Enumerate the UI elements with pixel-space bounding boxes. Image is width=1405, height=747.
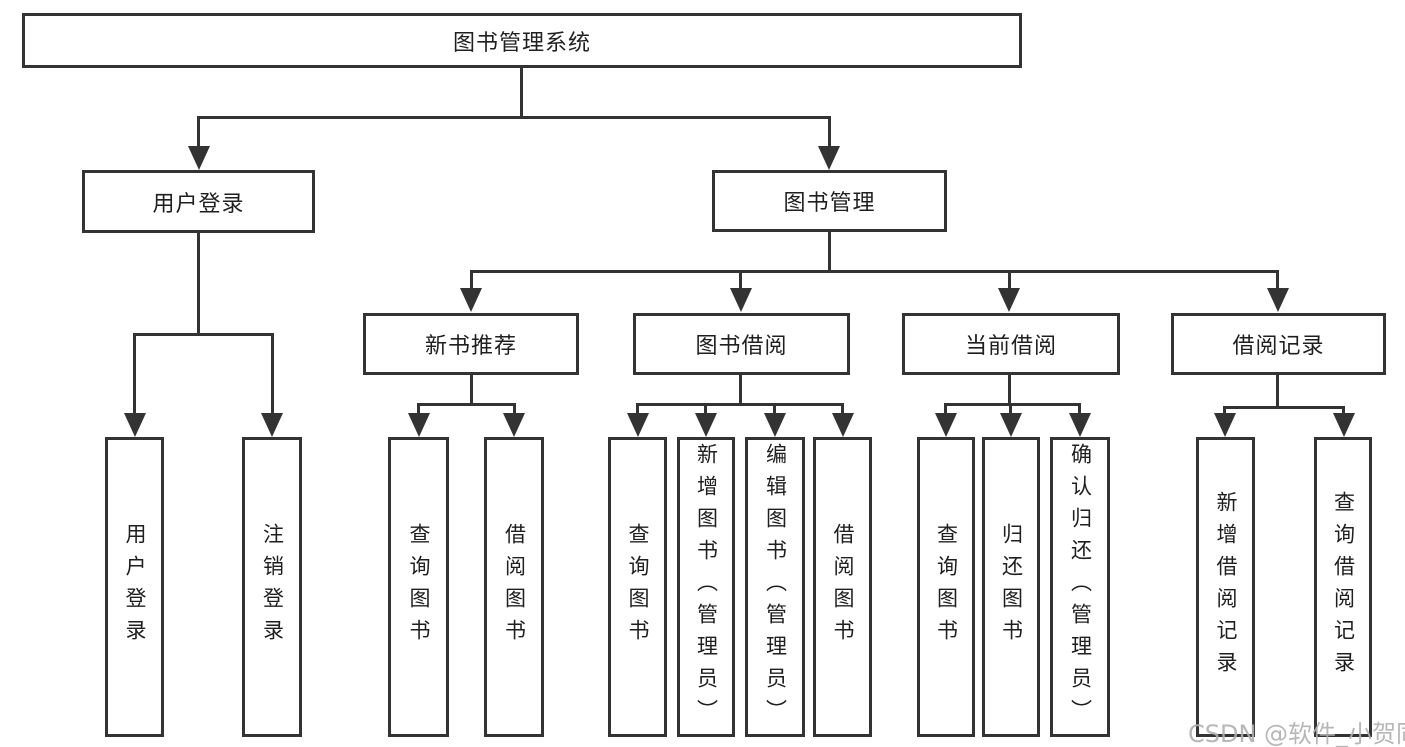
node-current-borrow: 当前借阅 — [902, 313, 1120, 375]
node-borrow-records: 借阅记录 — [1171, 313, 1386, 375]
watermark: CSDN @软件_小贺同学 — [1188, 720, 1405, 747]
leaf-edit-book-admin-label: 编辑图书（管理员） — [763, 443, 788, 731]
connector-root-bar — [197, 116, 831, 119]
connector-drop-new-book-recommend — [470, 270, 473, 290]
leaf-query-books-current: 查询图书 — [917, 437, 975, 737]
arrowhead-return-book — [1000, 413, 1022, 437]
connector-user-login-stem — [197, 233, 200, 336]
node-new-book-recommend: 新书推荐 — [363, 313, 579, 375]
leaf-return-book-label: 归还图书 — [999, 523, 1024, 651]
connector-drop-book-borrow — [739, 270, 742, 290]
connector-borrow-bar — [636, 403, 844, 406]
connector-recommend-bar — [417, 403, 516, 406]
arrowhead-query-recommend — [408, 413, 430, 437]
arrowhead-book-management — [818, 146, 840, 170]
connector-records-bar — [1223, 406, 1344, 409]
leaf-confirm-return-admin-label: 确认归还（管理员） — [1068, 443, 1093, 731]
connector-drop-query-record — [1342, 406, 1345, 415]
arrowhead-new-book-recommend — [460, 288, 482, 312]
leaf-query-borrow-record-label: 查询借阅记录 — [1331, 491, 1356, 683]
leaf-add-borrow-record-label: 新增借阅记录 — [1214, 491, 1238, 683]
leaf-add-book-admin: 新增图书（管理员） — [677, 437, 735, 737]
leaf-query-books-borrow-label: 查询图书 — [626, 523, 650, 651]
leaf-logout: 注销登录 — [242, 437, 302, 737]
arrowhead-borrow-book — [832, 413, 854, 437]
arrowhead-add-record — [1214, 413, 1236, 437]
arrowhead-query-current — [935, 413, 957, 437]
leaf-logout-label: 注销登录 — [260, 523, 285, 651]
leaf-query-borrow-record: 查询借阅记录 — [1314, 437, 1372, 737]
leaf-edit-book-admin: 编辑图书（管理员） — [745, 437, 805, 737]
node-current-borrow-label: 当前借阅 — [964, 334, 1057, 359]
node-book-borrow-label: 图书借阅 — [695, 334, 788, 359]
arrowhead-current-borrow — [998, 288, 1020, 312]
node-new-book-recommend-label: 新书推荐 — [424, 334, 517, 359]
arrowhead-user-login — [188, 146, 210, 170]
arrowhead-query-record — [1333, 413, 1355, 437]
node-root-label: 图书管理系统 — [452, 30, 591, 56]
leaf-add-book-admin-label: 新增图书（管理员） — [694, 443, 719, 731]
connector-drop-edit-book — [773, 403, 776, 415]
connector-drop-query-current — [944, 403, 947, 415]
connector-drop-user-login — [197, 116, 200, 148]
leaf-user-login: 用户登录 — [105, 437, 164, 737]
connector-drop-borrow-records — [1276, 270, 1279, 290]
node-book-borrow: 图书借阅 — [633, 313, 850, 375]
connector-drop-leaf-user-login — [133, 333, 136, 415]
leaf-user-login-label: 用户登录 — [123, 523, 147, 651]
connector-recommend-stem — [470, 375, 473, 406]
connector-drop-query-recommend — [417, 403, 420, 415]
connector-drop-current-borrow — [1008, 270, 1011, 290]
connector-drop-query-borrow — [636, 403, 639, 415]
connector-drop-borrow-book — [841, 403, 844, 415]
arrowhead-borrow-recommend — [503, 413, 525, 437]
connector-current-bar — [944, 403, 1081, 406]
arrowhead-book-borrow — [730, 288, 752, 312]
connector-current-stem — [1008, 375, 1011, 406]
leaf-query-books-current-label: 查询图书 — [934, 523, 959, 651]
connector-book-management-bar — [470, 270, 1278, 273]
connector-user-login-bar — [133, 333, 273, 336]
arrowhead-borrow-records — [1267, 288, 1289, 312]
node-book-management-label: 图书管理 — [783, 191, 876, 216]
arrowhead-edit-book — [764, 413, 786, 437]
connector-drop-book-management — [828, 116, 831, 148]
node-book-management: 图书管理 — [712, 170, 947, 232]
connector-drop-borrow-recommend — [513, 403, 516, 415]
node-root-library-system: 图书管理系统 — [22, 13, 1022, 68]
arrowhead-confirm-return — [1069, 413, 1091, 437]
connector-drop-confirm-return — [1078, 403, 1081, 415]
arrowhead-query-borrow — [627, 413, 649, 437]
node-user-login: 用户登录 — [82, 170, 315, 233]
connector-drop-add-book — [704, 403, 707, 415]
arrowhead-add-book — [695, 413, 717, 437]
node-borrow-records-label: 借阅记录 — [1232, 334, 1325, 359]
leaf-query-books-borrow: 查询图书 — [608, 437, 667, 737]
connector-drop-return-book — [1009, 403, 1012, 415]
leaf-borrow-books-borrow: 借阅图书 — [813, 437, 872, 737]
leaf-return-book: 归还图书 — [982, 437, 1040, 737]
connector-borrow-stem — [739, 375, 742, 406]
node-user-login-label: 用户登录 — [152, 191, 245, 217]
arrowhead-leaf-logout — [261, 413, 283, 437]
leaf-add-borrow-record: 新增借阅记录 — [1196, 437, 1255, 737]
connector-drop-add-record — [1223, 406, 1226, 415]
leaf-query-books-recommend-label: 查询图书 — [407, 523, 431, 651]
leaf-borrow-books-recommend: 借阅图书 — [484, 437, 544, 737]
connector-root-stem — [520, 68, 523, 118]
connector-records-stem — [1276, 375, 1279, 408]
leaf-borrow-books-borrow-label: 借阅图书 — [831, 523, 855, 651]
leaf-query-books-recommend: 查询图书 — [388, 437, 449, 737]
connector-drop-leaf-logout — [271, 333, 274, 415]
arrowhead-leaf-user-login — [124, 413, 146, 437]
connector-book-management-stem — [828, 232, 831, 272]
leaf-confirm-return-admin: 确认归还（管理员） — [1050, 437, 1110, 737]
leaf-borrow-books-recommend-label: 借阅图书 — [502, 523, 527, 651]
